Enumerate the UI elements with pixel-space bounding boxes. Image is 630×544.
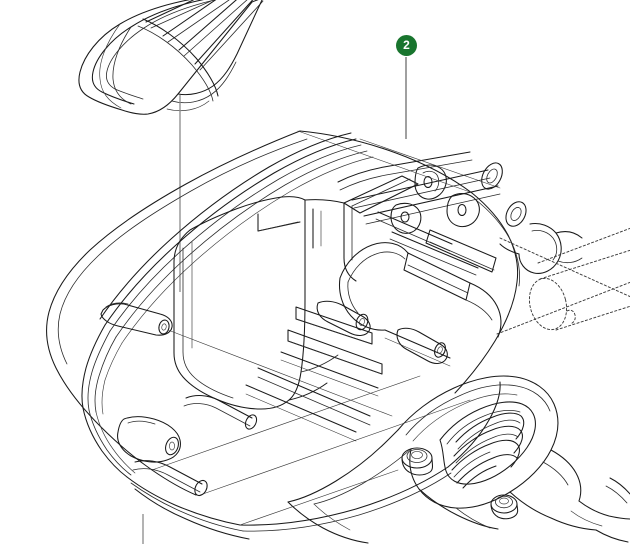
- hidden-cylinder-tube: [496, 227, 630, 335]
- mounting-boss-left: [401, 447, 434, 476]
- construction-guide-lines: [151, 130, 501, 526]
- mounting-boss-right: [490, 494, 519, 520]
- housing-lower-flange: [117, 367, 371, 497]
- left-wall-pin: [100, 302, 173, 336]
- callout-badge-2[interactable]: 2: [396, 35, 417, 56]
- base-plate-vent: [287, 375, 630, 544]
- housing-inner-cavity: [100, 196, 393, 417]
- internal-mechanism: [337, 151, 583, 367]
- vented-cover-top-left: [78, 0, 264, 115]
- main-housing-shell: [46, 130, 520, 540]
